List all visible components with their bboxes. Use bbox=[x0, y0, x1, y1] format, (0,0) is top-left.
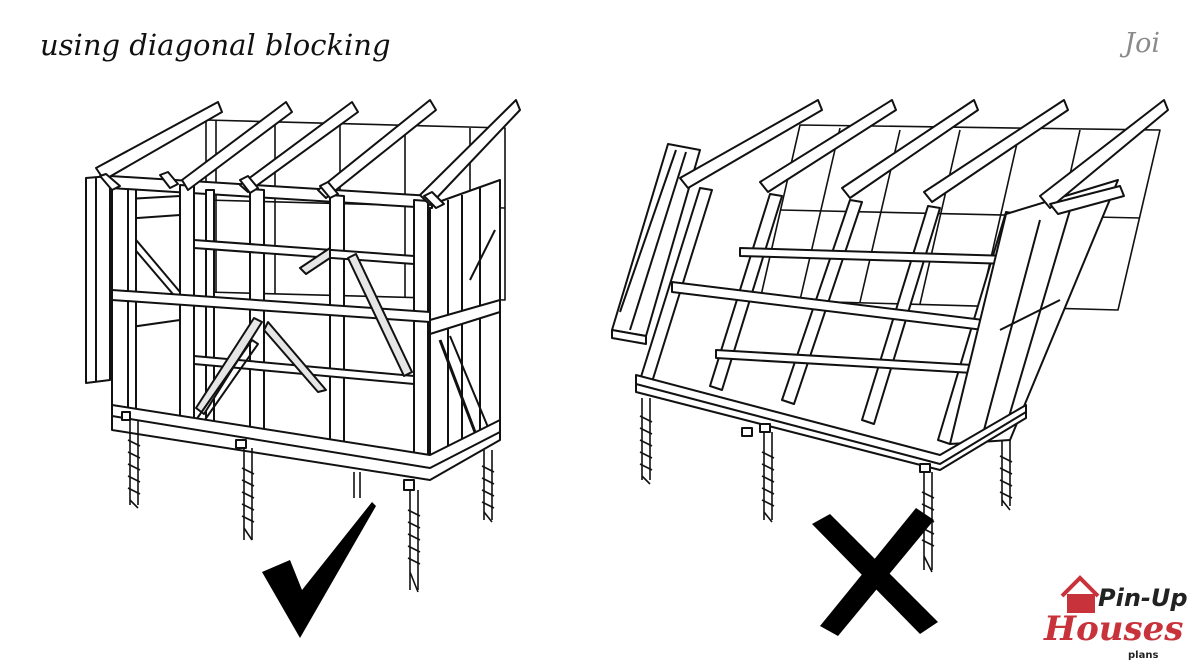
logo-line-1: Pin-Up bbox=[1098, 584, 1188, 612]
leaning-side-wall bbox=[611, 143, 701, 345]
logo-line-3: plans bbox=[1128, 650, 1158, 661]
floor-platform bbox=[111, 404, 501, 491]
house-roof-icon bbox=[1060, 575, 1100, 598]
right-side-wall bbox=[429, 179, 501, 466]
logo-line-2: Houses bbox=[1043, 609, 1183, 649]
author-signature: Joi bbox=[1124, 28, 1160, 59]
diagram-caption: using diagonal blocking bbox=[40, 28, 391, 62]
check-mark-icon bbox=[262, 502, 376, 638]
diagonal-braces bbox=[195, 247, 413, 425]
pinup-houses-logo: Pin-Up Houses plans bbox=[1043, 575, 1188, 661]
racked-ground-screws bbox=[639, 398, 1013, 573]
racked-floor-platform bbox=[635, 374, 1027, 473]
front-studs bbox=[179, 184, 429, 461]
racked-roof-rafters bbox=[679, 99, 1169, 215]
racked-blocking bbox=[671, 247, 1011, 375]
racked-shed-frame bbox=[611, 99, 1169, 573]
ground-screws bbox=[127, 420, 495, 593]
x-mark-icon bbox=[812, 508, 938, 636]
roof-rafters bbox=[95, 99, 521, 209]
racked-right-wall bbox=[949, 179, 1119, 445]
braced-shed-frame bbox=[85, 99, 521, 593]
